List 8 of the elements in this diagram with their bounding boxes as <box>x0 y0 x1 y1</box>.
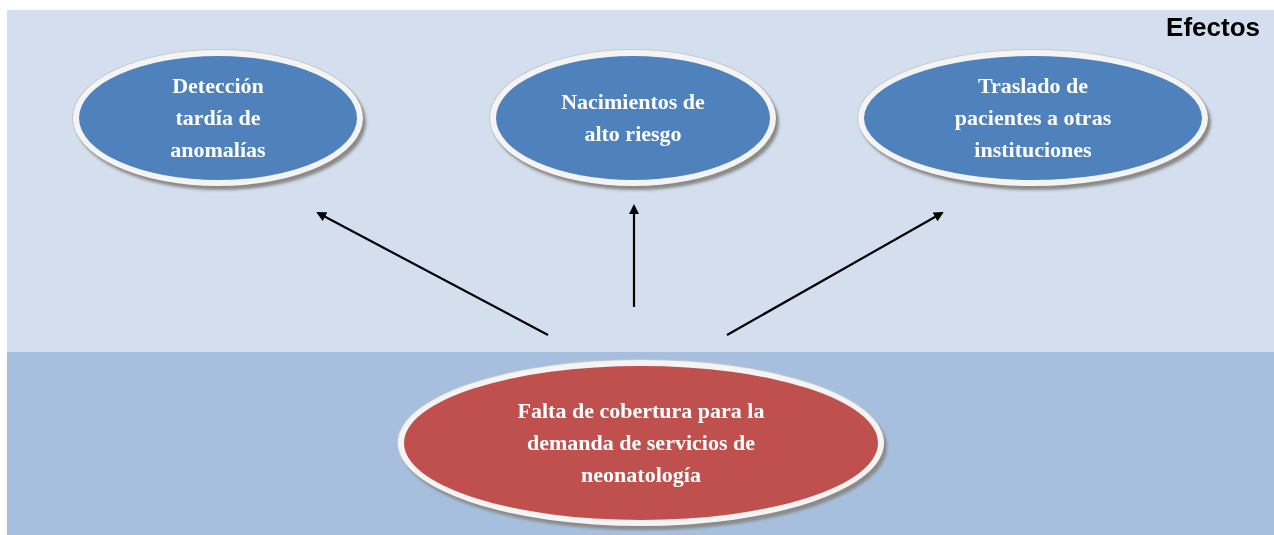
arrow <box>316 212 549 336</box>
node-text: Traslado de pacientes a otras instituciones <box>953 72 1113 164</box>
section-heading: Efectos <box>1166 12 1260 43</box>
node-text: Nacimientos de alto riesgo <box>560 88 706 148</box>
node-text: Detección tardía de anomalías <box>169 72 267 164</box>
node-text: Falta de cobertura para la demanda de servicios de neonatología <box>516 397 766 489</box>
arrow <box>726 212 944 336</box>
arrow <box>629 204 639 307</box>
